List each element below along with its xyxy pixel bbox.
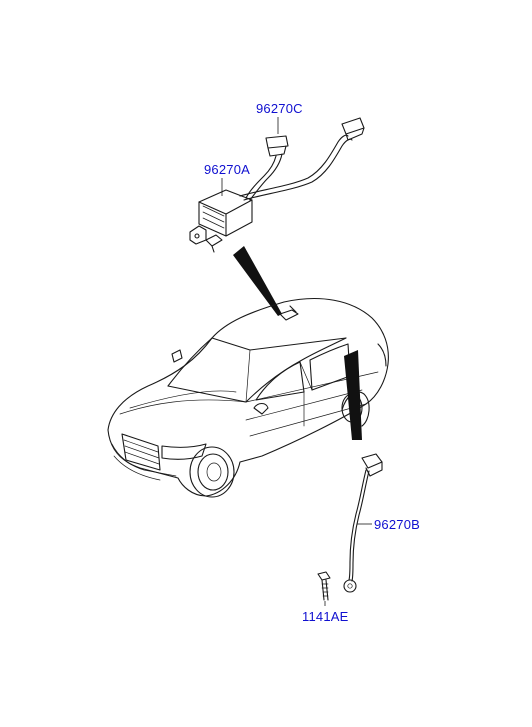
module-assembly xyxy=(189,117,365,253)
callout-wedge-roof xyxy=(233,246,282,316)
label-96270c: 96270C xyxy=(256,101,303,116)
label-96270b: 96270B xyxy=(374,517,420,532)
harness-end-connector xyxy=(341,117,365,141)
control-module xyxy=(189,189,253,253)
wiring-harness xyxy=(239,134,353,201)
label-96270a: 96270A xyxy=(204,162,250,177)
connector-96270c xyxy=(265,135,289,157)
callout-wedge-rear xyxy=(344,350,362,440)
bolt-1141ae xyxy=(317,571,331,601)
label-1141ae: 1141AE xyxy=(302,609,349,624)
ground-cable-96270b xyxy=(343,453,383,593)
car-body xyxy=(107,297,389,498)
